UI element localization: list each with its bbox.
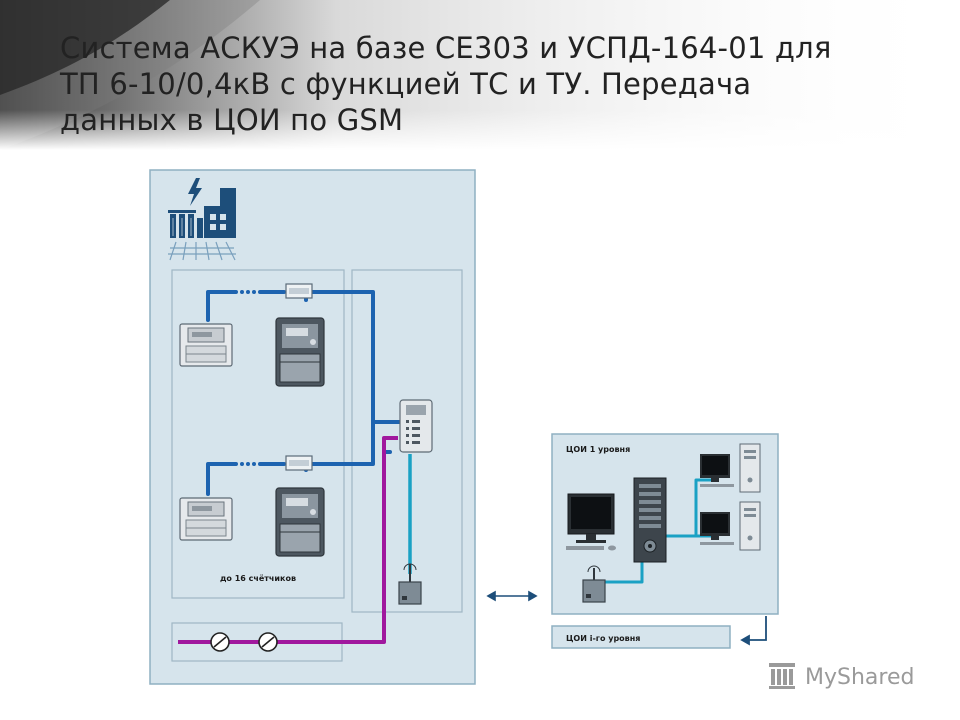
monitor-icon [566,493,616,551]
slide-title: Система АСКУЭ на базе СЕ303 и УСПД-164-0… [60,30,920,138]
gsm-modem-icon [582,565,606,603]
meters-panel [171,269,345,599]
system-diagram: до 16 счётчиков ЦОИ 1 уровня [148,168,780,686]
monitor-icon [700,454,734,487]
gsm-link-arrow [486,590,538,602]
meter-icon [179,323,233,367]
computer-tower-icon [739,501,761,551]
title-line-3: данных в ЦОИ по GSM [60,103,404,137]
coi-level-i-panel [551,625,731,649]
meter-icon [275,487,325,557]
monitor-icon [700,512,734,545]
watermark-logo: MyShared [769,663,914,690]
title-line-1: Система АСКУЭ на базе СЕ303 и УСПД-164-0… [60,31,832,65]
meters-caption: до 16 счётчиков [220,574,296,583]
title-line-2: ТП 6-10/0,4кВ с функцией ТС и ТУ. Переда… [60,67,752,101]
substation-icon [168,178,236,261]
computer-tower-icon [739,443,761,493]
meter-icon [275,317,325,387]
watermark-icon [769,663,795,689]
cabinet-panel [351,269,463,613]
switch-icon [258,632,278,652]
uspd-icon [399,399,433,453]
level-link-arrow [740,616,767,646]
gsm-modem-icon [398,563,422,605]
coi-level-i-label: ЦОИ i-го уровня [566,634,640,643]
coi-level1-label: ЦОИ 1 уровня [566,445,630,454]
watermark-text: MyShared [805,665,914,690]
server-tower-icon [633,477,667,563]
meter-icon [179,497,233,541]
junction-box-icon [285,283,313,299]
junction-box-icon [285,455,313,471]
switch-icon [210,632,230,652]
